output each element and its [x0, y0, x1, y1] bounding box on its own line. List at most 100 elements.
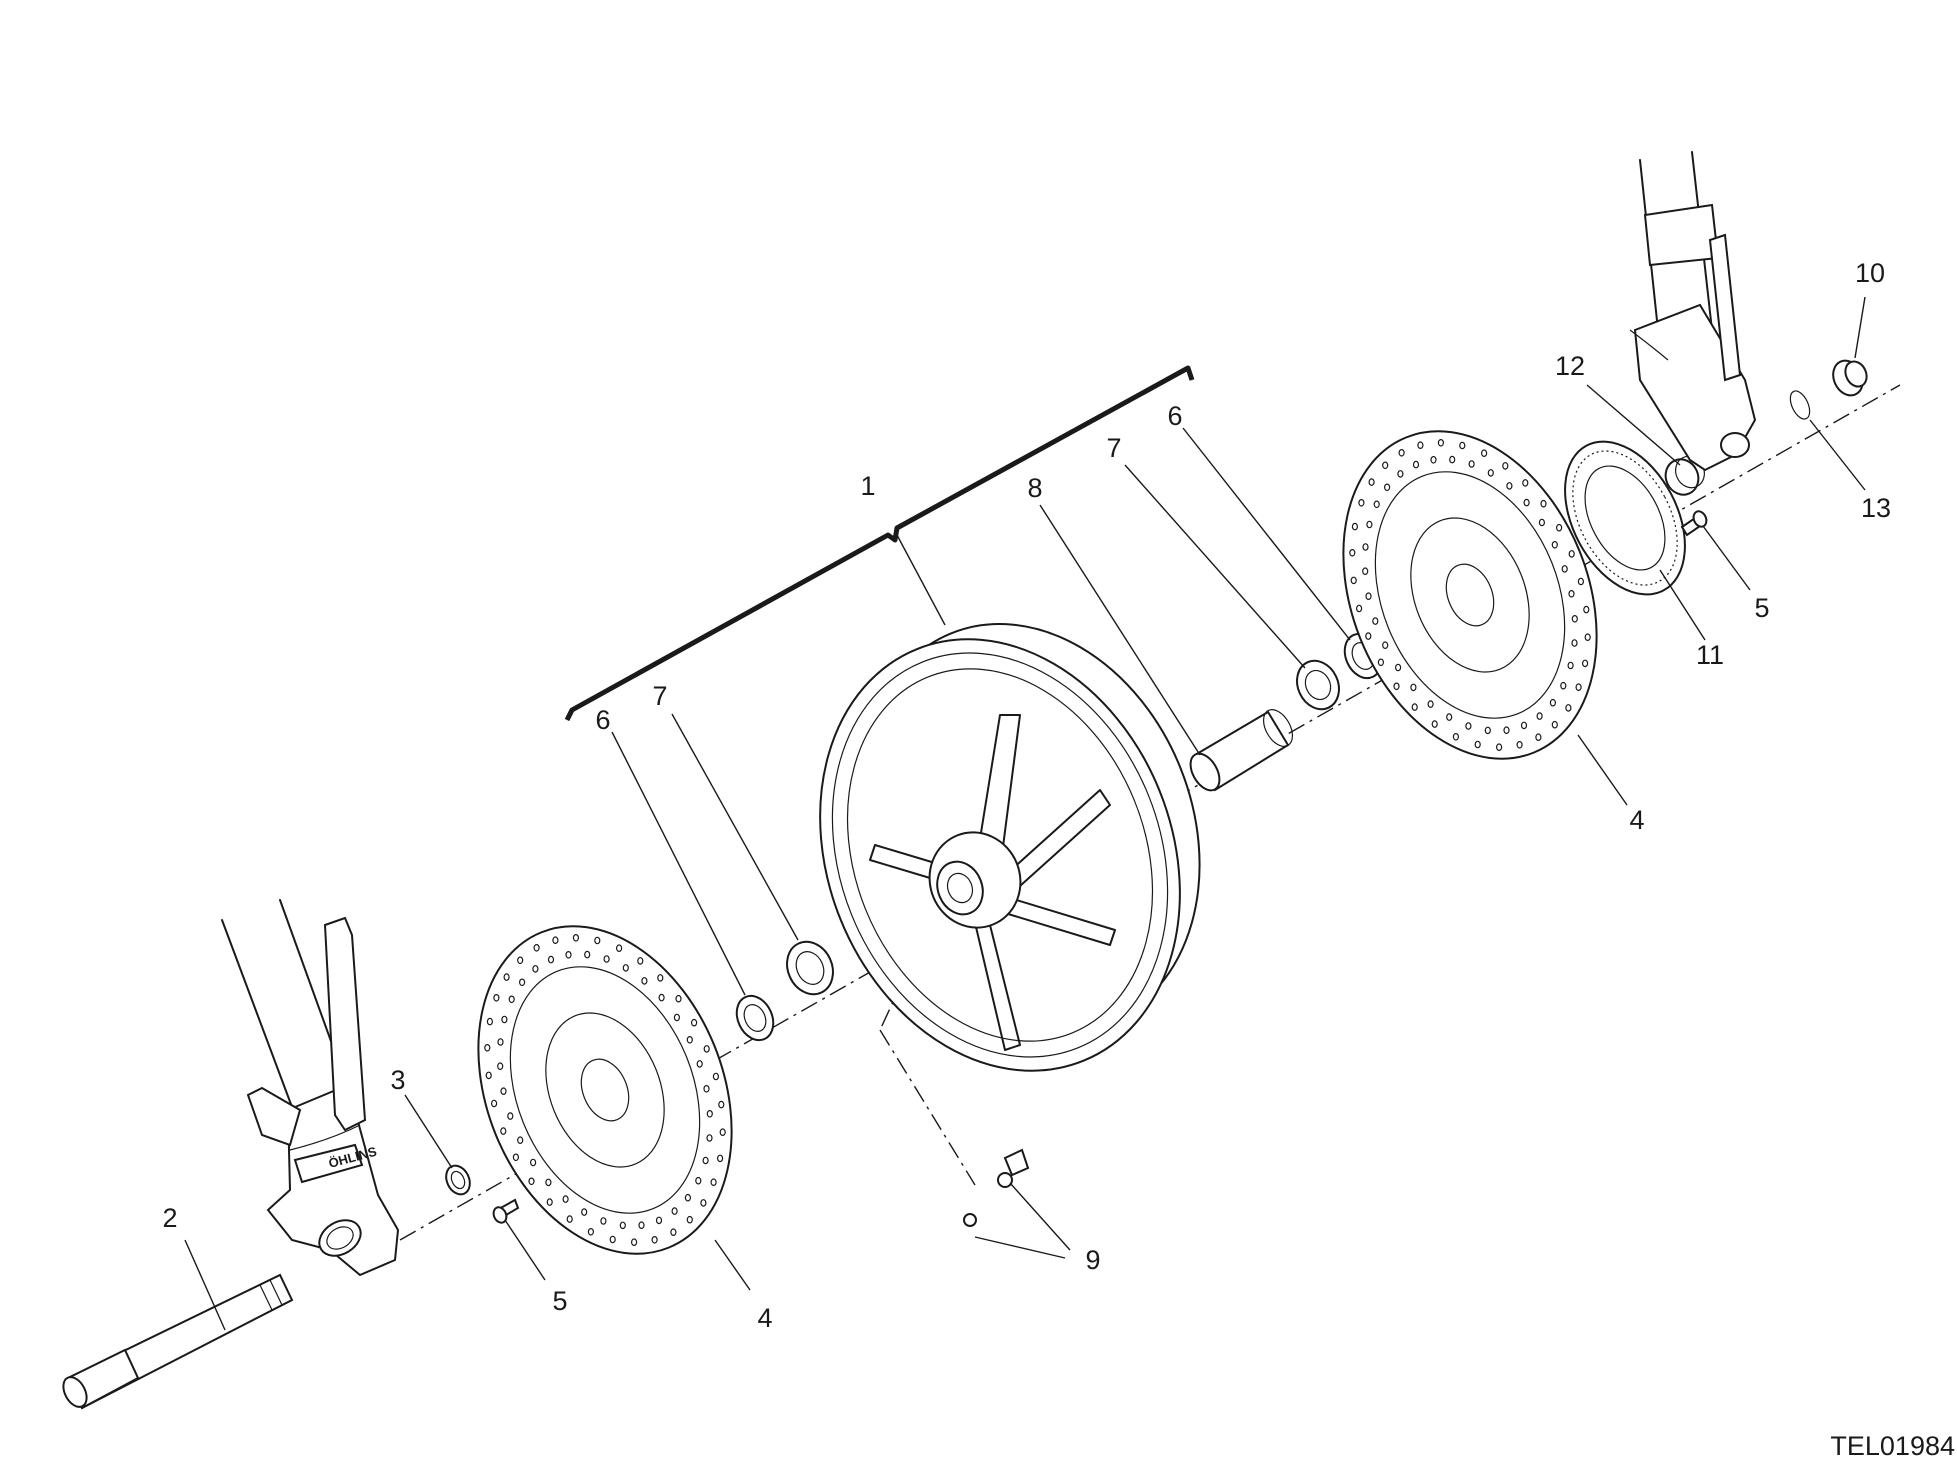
- right-brake-disc: [1342, 430, 1598, 760]
- wheel-axle: [62, 1273, 294, 1410]
- disc-hole: [695, 1176, 702, 1185]
- right-fork-leg: [1629, 151, 1757, 472]
- disc-hole: [609, 1235, 616, 1244]
- callout-7-left: 7: [652, 681, 667, 711]
- disc-hole: [565, 950, 572, 959]
- disc-hole: [1495, 743, 1503, 752]
- disc-hole: [710, 1178, 717, 1187]
- drawing-code: TEL01984: [1830, 1431, 1955, 1461]
- bearing-7-right: [1296, 659, 1340, 711]
- callout-8: 8: [1027, 473, 1042, 503]
- disc-hole: [1412, 460, 1420, 469]
- disc-hole: [1503, 726, 1510, 735]
- disc-hole: [675, 994, 682, 1003]
- disc-hole: [703, 1085, 710, 1093]
- disc-hole: [619, 1221, 626, 1230]
- disc-hole: [600, 1217, 607, 1225]
- spacer-3: [445, 1164, 471, 1196]
- disc-hole: [566, 1215, 573, 1223]
- disc-hole: [1437, 438, 1445, 447]
- disc-hole: [1393, 682, 1400, 691]
- disc-hole: [1431, 720, 1438, 728]
- disc-hole: [603, 955, 610, 963]
- disc-hole: [706, 1110, 713, 1118]
- disc-hole: [670, 1228, 677, 1237]
- disc-hole: [673, 1013, 681, 1022]
- disc-hole: [1540, 499, 1547, 508]
- disc-hole: [700, 1199, 707, 1207]
- tire-valve: [963, 1148, 1030, 1227]
- disc-hole: [1520, 721, 1528, 730]
- disc-hole: [1568, 589, 1575, 598]
- disc-hole: [485, 1071, 492, 1080]
- disc-hole: [1549, 698, 1557, 707]
- callout-3: 3: [390, 1065, 405, 1095]
- disc-hole: [671, 1207, 678, 1215]
- disc-hole: [1368, 478, 1375, 486]
- disc-hole: [1538, 518, 1546, 527]
- disc-hole: [1452, 732, 1460, 741]
- disc-hole: [572, 933, 580, 942]
- disc-hole: [712, 1072, 720, 1081]
- disc-hole: [703, 1045, 710, 1053]
- disc-hole: [658, 993, 665, 1002]
- disc-hole: [1565, 704, 1572, 712]
- disc-hole: [622, 964, 629, 972]
- disc-hole: [528, 1177, 535, 1186]
- disc-hole: [547, 955, 555, 964]
- left-brake-disc: [477, 925, 733, 1255]
- disc-hole: [686, 1215, 693, 1224]
- disc-hole: [1560, 681, 1567, 690]
- disc-hole: [1417, 441, 1424, 450]
- washer-13: [1789, 390, 1811, 420]
- disc-hole: [1502, 462, 1509, 470]
- disc-hole: [532, 965, 539, 973]
- disc-hole: [1535, 733, 1542, 742]
- disc-hole: [1506, 482, 1513, 490]
- disc-hole: [1358, 498, 1365, 507]
- disc-hole: [1468, 460, 1475, 468]
- left-fork-leg: ÖHLINS: [221, 899, 400, 1277]
- disc-hole: [500, 1087, 507, 1096]
- disc-hole: [641, 977, 648, 985]
- disc-hole: [1487, 469, 1494, 477]
- disc-hole: [1350, 576, 1357, 585]
- disc-hole: [508, 995, 515, 1004]
- disc-hole: [507, 1112, 514, 1120]
- disc-hole: [1584, 633, 1591, 642]
- disc-hole: [1362, 567, 1369, 576]
- disc-hole: [655, 1216, 663, 1225]
- disc-hole: [1522, 479, 1529, 487]
- disc-hole: [503, 973, 510, 981]
- disc-hole: [630, 1238, 638, 1247]
- disc-hole: [1571, 614, 1578, 623]
- disc-hole: [1427, 700, 1434, 708]
- disc-hole: [637, 957, 644, 965]
- disc-hole: [486, 1017, 493, 1026]
- bearing-7-left: [786, 940, 834, 996]
- disc-hole: [491, 1099, 498, 1108]
- disc-hole: [1398, 448, 1405, 457]
- disc-hole: [533, 943, 540, 952]
- abs-tone-wheel: [1564, 440, 1686, 596]
- disc-hole: [1516, 740, 1523, 749]
- disc-hole: [518, 978, 526, 987]
- callout-11: 11: [1696, 640, 1724, 670]
- callout-9: 9: [1085, 1245, 1100, 1275]
- disc-hole: [1373, 500, 1380, 509]
- spacer-12: [1664, 455, 1705, 496]
- bearing-6-left: [735, 994, 775, 1042]
- disc-hole: [651, 1236, 658, 1244]
- callout-10: 10: [1855, 258, 1885, 288]
- disc-hole: [1365, 592, 1372, 601]
- callout-labels: 1 2 3 5 4 6 7 9 8 7 6 4 11 5 12 10 13: [162, 258, 1891, 1333]
- callout-1: 1: [860, 471, 875, 501]
- disc-hole: [1349, 548, 1356, 557]
- disc-hole: [716, 1154, 724, 1163]
- disc-hole: [517, 1136, 524, 1145]
- disc-hole: [718, 1100, 725, 1109]
- disc-hole: [638, 1221, 645, 1230]
- disc-hole: [497, 1038, 504, 1046]
- disc-hole: [545, 1178, 552, 1187]
